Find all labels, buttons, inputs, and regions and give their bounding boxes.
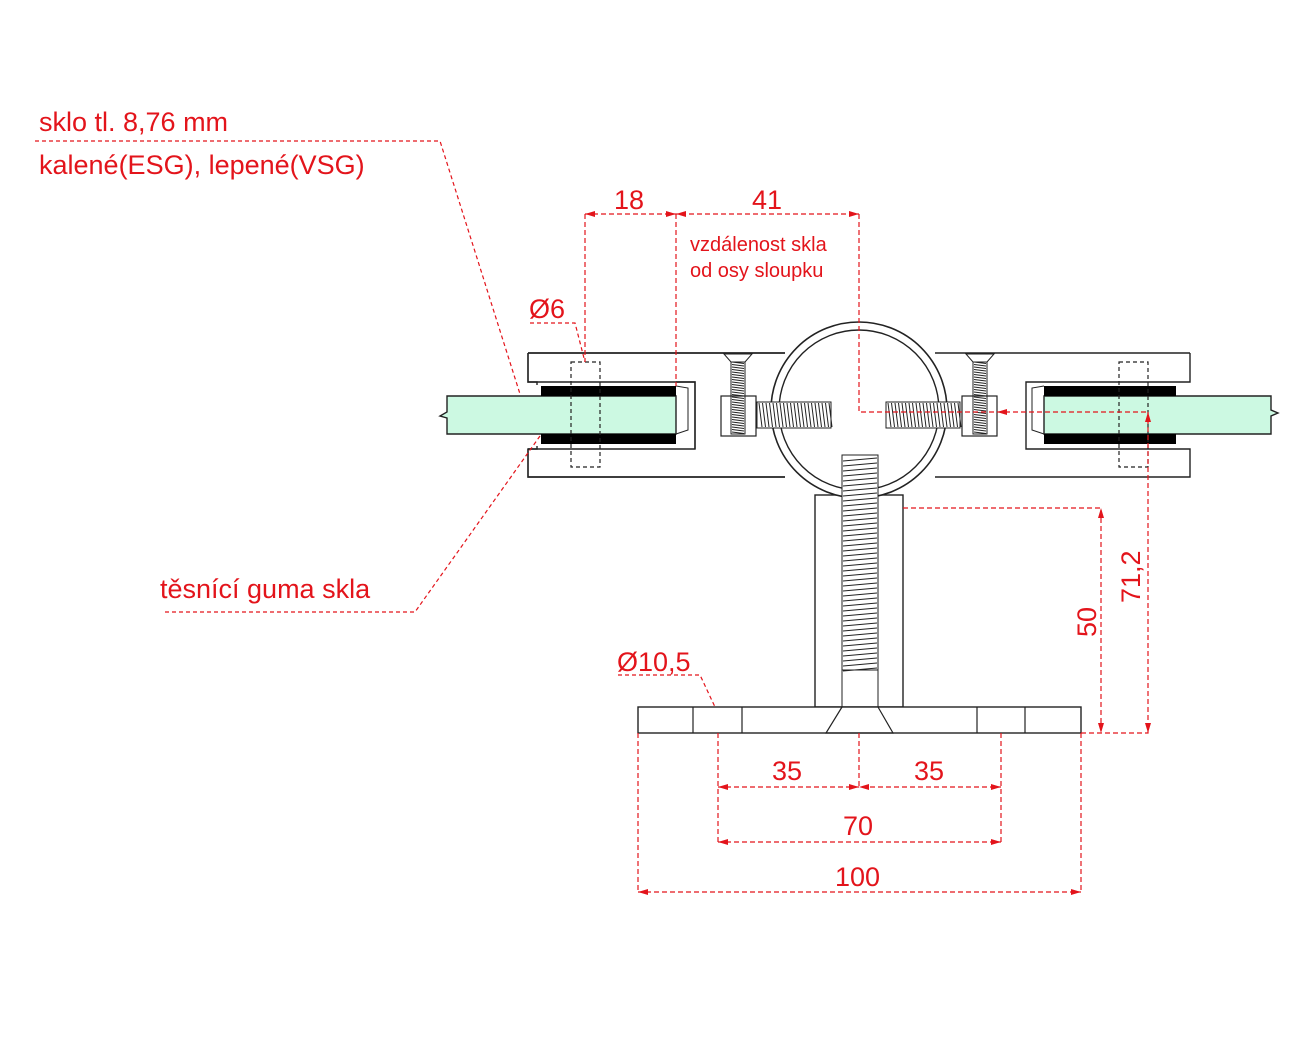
clamp-plates xyxy=(527,352,1191,478)
base-plate xyxy=(637,706,1082,734)
gasket-label: těsnící guma skla xyxy=(160,574,371,604)
bolt-diameter-label: Ø6 xyxy=(529,294,565,324)
gasket-right xyxy=(1044,386,1176,444)
glass-spec-line1: sklo tl. 8,76 mm xyxy=(39,107,228,137)
dimension-lines xyxy=(584,211,1151,895)
dimension-70: 70 xyxy=(843,811,873,841)
gasket-left xyxy=(541,386,676,444)
distance-note-line1: vzdálenost skla xyxy=(690,234,828,256)
thread-hatching xyxy=(731,361,987,672)
dimension-50: 50 xyxy=(1072,607,1102,637)
dimension-71-2: 71,2 xyxy=(1116,550,1146,603)
dimension-35-left: 35 xyxy=(772,756,802,786)
glass-left xyxy=(438,395,677,435)
dimension-35-right: 35 xyxy=(914,756,944,786)
bolt-hidden-right xyxy=(1118,361,1149,468)
dimension-41: 41 xyxy=(752,185,782,215)
hole-diameter-label: Ø10,5 xyxy=(617,647,691,677)
distance-note-line2: od osy sloupku xyxy=(690,260,823,282)
glass-right xyxy=(1043,395,1280,435)
dimension-18: 18 xyxy=(614,185,644,215)
leader-lines xyxy=(35,140,716,708)
dimension-100: 100 xyxy=(835,862,880,892)
glass-spec-line2: kalené(ESG), lepené(VSG) xyxy=(39,150,365,180)
